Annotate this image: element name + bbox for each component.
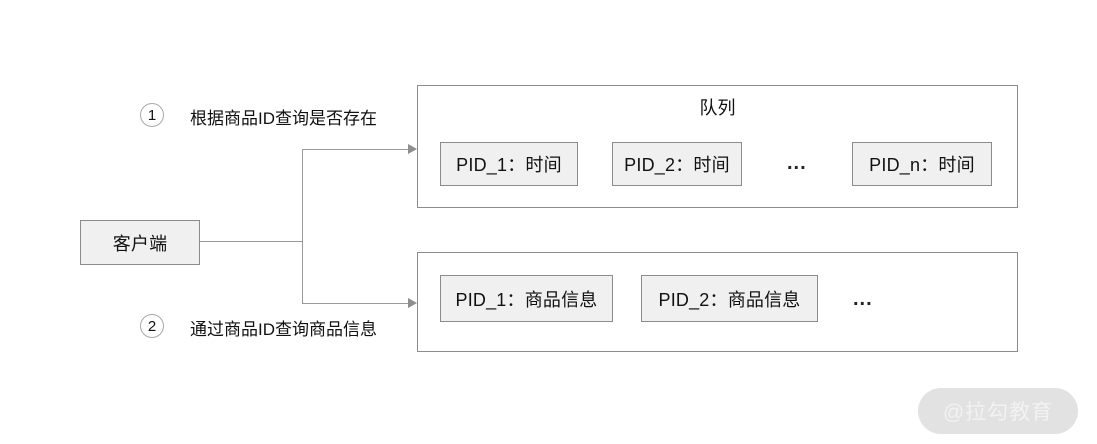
watermark: @拉勾教育 (918, 388, 1078, 434)
client-node-label: 客户端 (112, 233, 168, 254)
queue-ellipsis: ... (787, 152, 807, 174)
connector-trunk (302, 149, 303, 304)
cache-ellipsis: ... (853, 288, 873, 310)
client-node[interactable]: 客户端 (80, 220, 200, 265)
watermark-text: @拉勾教育 (942, 401, 1054, 424)
cache-item-pid2-label: PID_2：商品信息 (658, 289, 801, 310)
connector-to-cache (302, 303, 410, 304)
cache-item-pid2[interactable]: PID_2：商品信息 (641, 275, 818, 322)
queue-item-pidn-label: PID_n：时间 (869, 155, 975, 175)
step-marker-2: 2 (140, 314, 164, 338)
step-label-1: 根据商品ID查询是否存在 (190, 109, 377, 128)
step-marker-2-number: 2 (147, 317, 157, 335)
queue-item-pid1[interactable]: PID_1：时间 (440, 142, 578, 186)
step-label-2: 通过商品ID查询商品信息 (190, 320, 377, 339)
cache-item-pid1-label: PID_1：商品信息 (455, 289, 598, 310)
arrow-head-to-queue (408, 144, 417, 154)
step-marker-1-number: 1 (147, 106, 157, 124)
connector-to-queue (302, 149, 410, 150)
queue-item-pidn[interactable]: PID_n：时间 (852, 142, 992, 186)
queue-container-title: 队列 (699, 98, 736, 118)
cache-item-pid1[interactable]: PID_1：商品信息 (440, 275, 613, 322)
step-marker-1: 1 (140, 103, 164, 127)
queue-item-pid1-label: PID_1：时间 (456, 155, 562, 175)
arrow-head-to-cache (408, 298, 417, 308)
queue-item-pid2-label: PID_2：时间 (624, 155, 730, 175)
queue-item-pid2[interactable]: PID_2：时间 (612, 142, 742, 186)
connector-client-stub (200, 241, 303, 242)
